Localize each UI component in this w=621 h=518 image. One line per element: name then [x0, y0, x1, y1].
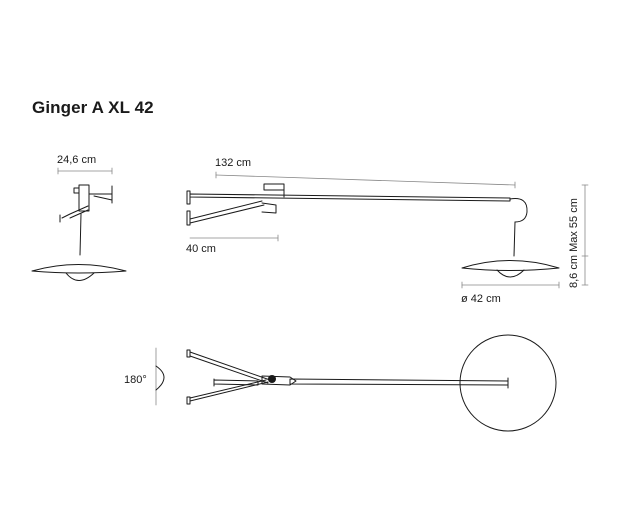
side-hook — [509, 198, 528, 223]
front-wall-plate — [78, 184, 90, 212]
dimension-shade-diameter: ø 42 cm — [461, 293, 501, 305]
arm-length-dimension-line — [215, 174, 516, 186]
top-shade-circle — [459, 334, 557, 432]
side-view — [186, 171, 589, 289]
top-view — [155, 334, 557, 432]
dimension-front-width: 24,6 cm — [57, 154, 97, 166]
top-long-arm — [289, 378, 509, 386]
rotation-arc — [155, 365, 165, 391]
top-bracket-lower — [189, 379, 269, 402]
front-view — [31, 167, 127, 281]
side-bracket — [189, 200, 265, 224]
side-cord — [513, 221, 516, 257]
side-shade — [461, 260, 560, 271]
side-long-arm — [189, 193, 511, 202]
dimension-bracket-length: 40 cm — [186, 243, 216, 255]
dimension-rotation: 180° — [124, 374, 147, 386]
front-cord — [79, 213, 82, 256]
front-shade — [31, 264, 127, 274]
top-pivot — [268, 375, 276, 383]
product-title: Ginger A XL 42 — [32, 98, 154, 117]
top-bracket-upper — [189, 351, 271, 384]
dimension-arm-length: 132 cm — [215, 157, 252, 169]
